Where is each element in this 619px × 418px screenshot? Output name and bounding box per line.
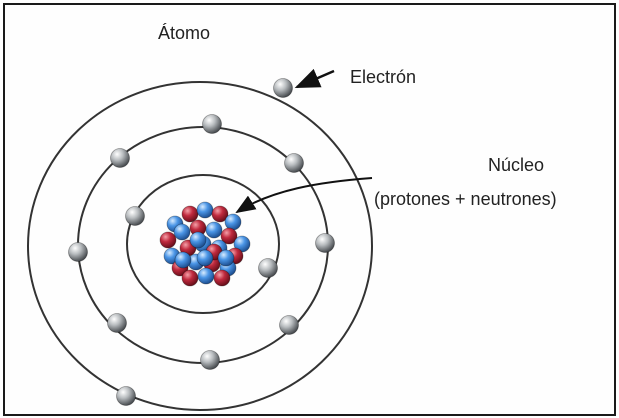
neutron xyxy=(196,201,214,219)
electron xyxy=(125,206,145,226)
nucleus-label: Núcleo xyxy=(487,155,545,175)
electron xyxy=(273,78,293,98)
electron xyxy=(202,114,222,134)
neutron xyxy=(233,235,251,253)
proton xyxy=(159,231,177,249)
electron xyxy=(116,386,136,406)
neutron xyxy=(224,213,242,231)
electron xyxy=(258,258,278,278)
neutron xyxy=(205,221,223,239)
electron xyxy=(284,153,304,173)
neutron xyxy=(217,249,235,267)
electron xyxy=(315,233,335,253)
proton xyxy=(213,269,231,287)
nucleus-pointer-arrow xyxy=(235,177,373,214)
neutron xyxy=(189,231,207,249)
electron xyxy=(279,315,299,335)
diagram-title: Átomo xyxy=(158,23,211,43)
proton xyxy=(220,227,238,245)
electron xyxy=(107,313,127,333)
proton xyxy=(181,205,199,223)
orbit-inner xyxy=(126,174,280,314)
electron xyxy=(200,350,220,370)
proton xyxy=(211,205,229,223)
electron xyxy=(68,242,88,262)
neutron xyxy=(174,251,192,269)
electron xyxy=(110,148,130,168)
nucleus-sublabel: (protones + neutrones) xyxy=(374,189,557,209)
neutron xyxy=(173,223,191,241)
orbit-outer xyxy=(27,81,373,411)
electron-label: Electrón xyxy=(350,67,417,87)
nucleus xyxy=(159,201,251,287)
electron-pointer-arrow xyxy=(294,68,335,89)
electrons xyxy=(68,78,335,406)
neutron xyxy=(197,267,215,285)
proton xyxy=(181,269,199,287)
neutron xyxy=(196,249,214,267)
